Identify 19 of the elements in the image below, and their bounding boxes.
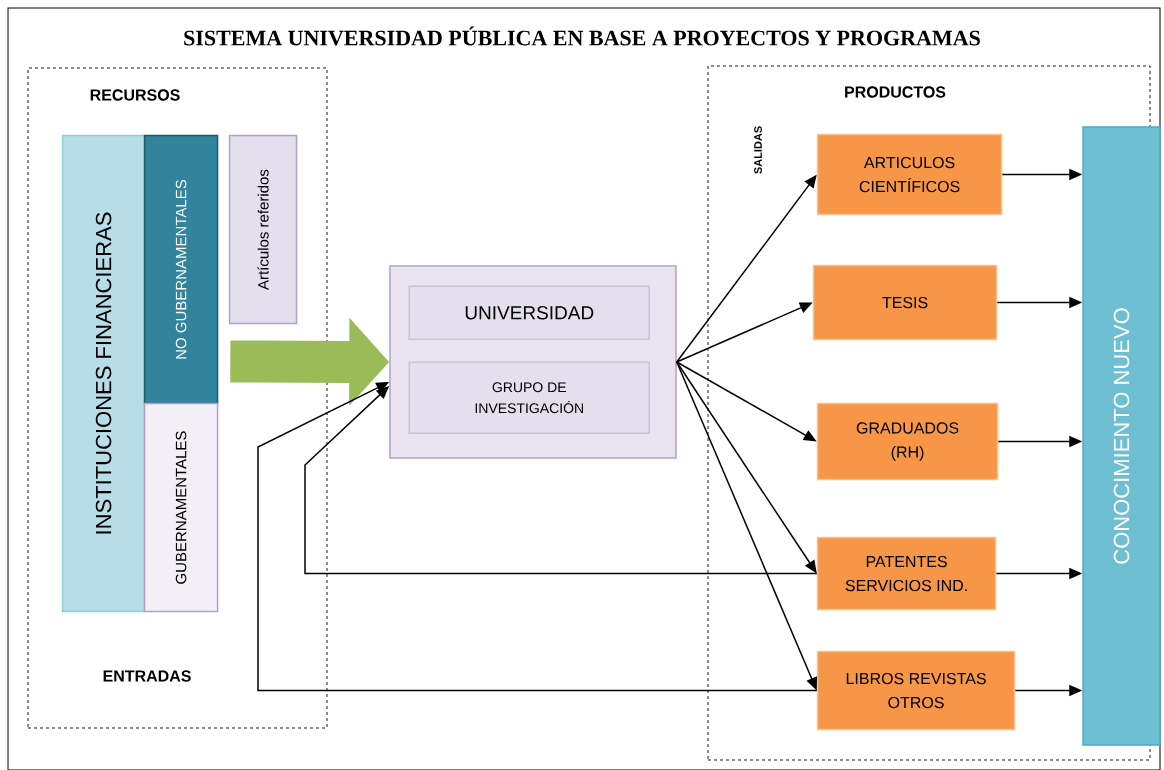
section-heading: RECURSOS bbox=[90, 89, 180, 101]
product-box: LIBROS REVISTAS OTROS bbox=[816, 650, 1016, 731]
section-heading: PRODUCTOS bbox=[845, 86, 946, 98]
product-box: ARTICULOS CIENTÍFICOS bbox=[816, 133, 1003, 216]
section-heading: ENTRADAS bbox=[103, 670, 191, 682]
arrow bbox=[304, 386, 818, 575]
product-box: TESIS bbox=[812, 264, 998, 341]
inner-box: UNIVERSIDAD bbox=[408, 285, 650, 340]
arrow bbox=[257, 382, 818, 692]
vertical-bar: CONOCIMIENTO NUEVO bbox=[1082, 126, 1161, 746]
title: SISTEMA UNIVERSIDAD PÚBLICA EN BASE A PROYECTOS Y PROGRAMAS bbox=[184, 26, 980, 46]
product-box: PATENTES SERVICIOS IND. bbox=[816, 536, 997, 611]
vertical-bar: INSTITUCIONES FINANCIERAS bbox=[61, 134, 146, 613]
vertical-bar: NO GUBERNAMENTALES bbox=[143, 134, 219, 405]
vertical-bar: Artículos referidos bbox=[228, 134, 298, 325]
inner-box: GRUPO DE INVESTIGACIÓN bbox=[408, 361, 650, 434]
section-heading: SALIDAS bbox=[754, 126, 762, 174]
product-box: GRADUADOS (RH) bbox=[816, 402, 999, 481]
vertical-bar: GUBERNAMENTALES bbox=[143, 402, 219, 613]
